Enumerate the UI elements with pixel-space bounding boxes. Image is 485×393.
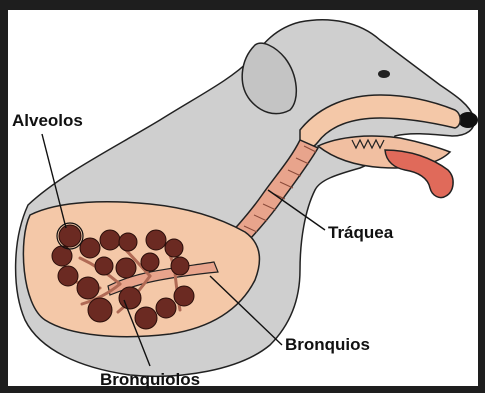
label-bronquios: Bronquios	[285, 335, 370, 354]
dog-nose	[458, 112, 478, 128]
label-alveolos: Alveolos	[12, 111, 83, 130]
dog-eye	[378, 70, 390, 78]
label-bronquiolos: Bronquiolos	[100, 370, 200, 389]
label-traquea: Tráquea	[328, 223, 394, 242]
